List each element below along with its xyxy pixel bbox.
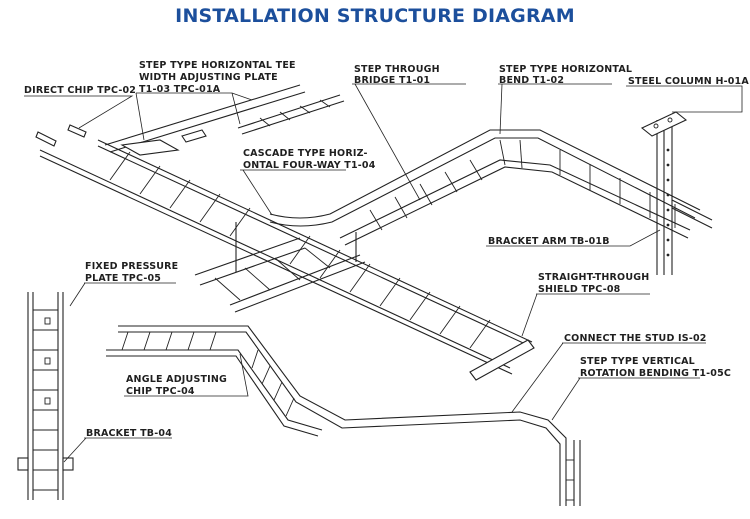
label-vertical-line1: STEP TYPE VERTICAL bbox=[580, 356, 695, 367]
main-diagonal-ladder bbox=[39, 139, 535, 381]
bridge-and-bend-ladder bbox=[269, 129, 701, 246]
label-bend-line2: BEND T1-02 bbox=[499, 75, 564, 86]
label-bridge-line2: BRIDGE T1-01 bbox=[354, 75, 430, 86]
label-vertical-line2: ROTATION BENDING T1-05C bbox=[580, 368, 731, 379]
label-bracket-arm: BRACKET ARM TB-01B bbox=[488, 236, 610, 247]
label-shield-line1: STRAIGHT-THROUGH bbox=[538, 272, 649, 283]
four-way-cross-ladder bbox=[194, 222, 366, 313]
direct-chip-plates bbox=[35, 124, 87, 147]
diagram-title: INSTALLATION STRUCTURE DIAGRAM bbox=[175, 5, 575, 27]
label-stud: CONNECT THE STUD IS-02 bbox=[564, 333, 707, 344]
label-angle-line1: ANGLE ADJUSTING bbox=[126, 374, 227, 385]
label-shield-line2: SHIELD TPC-08 bbox=[538, 284, 621, 295]
label-tee-line3: T1-03 TPC-01A bbox=[139, 84, 221, 95]
tee-branch-ladder bbox=[104, 84, 345, 156]
steel-column bbox=[640, 111, 713, 275]
label-direct-chip: DIRECT CHIP TPC-02 bbox=[24, 85, 136, 96]
lower-ladder-vertical-bend bbox=[106, 325, 581, 506]
label-fixed-line1: FIXED PRESSURE bbox=[85, 261, 178, 272]
label-fixed-line2: PLATE TPC-05 bbox=[85, 273, 161, 284]
label-steel-column: STEEL COLUMN H-01A bbox=[628, 76, 749, 87]
vertical-ladder-left bbox=[17, 292, 74, 500]
label-cascade-line1: CASCADE TYPE HORIZ- bbox=[243, 148, 368, 159]
labels: DIRECT CHIP TPC-02 STEP TYPE HORIZONTAL … bbox=[24, 60, 749, 439]
label-bracket-tb04: BRACKET TB-04 bbox=[86, 428, 172, 439]
label-cascade-line2: ONTAL FOUR-WAY T1-04 bbox=[243, 160, 376, 171]
label-bridge-line1: STEP THROUGH bbox=[354, 64, 440, 75]
label-tee-line2: WIDTH ADJUSTING PLATE bbox=[139, 72, 278, 83]
leader-lines bbox=[24, 83, 743, 463]
label-angle-line2: CHIP TPC-04 bbox=[126, 386, 195, 397]
label-tee-line1: STEP TYPE HORIZONTAL TEE bbox=[139, 60, 296, 71]
label-bend-line1: STEP TYPE HORIZONTAL bbox=[499, 64, 632, 75]
